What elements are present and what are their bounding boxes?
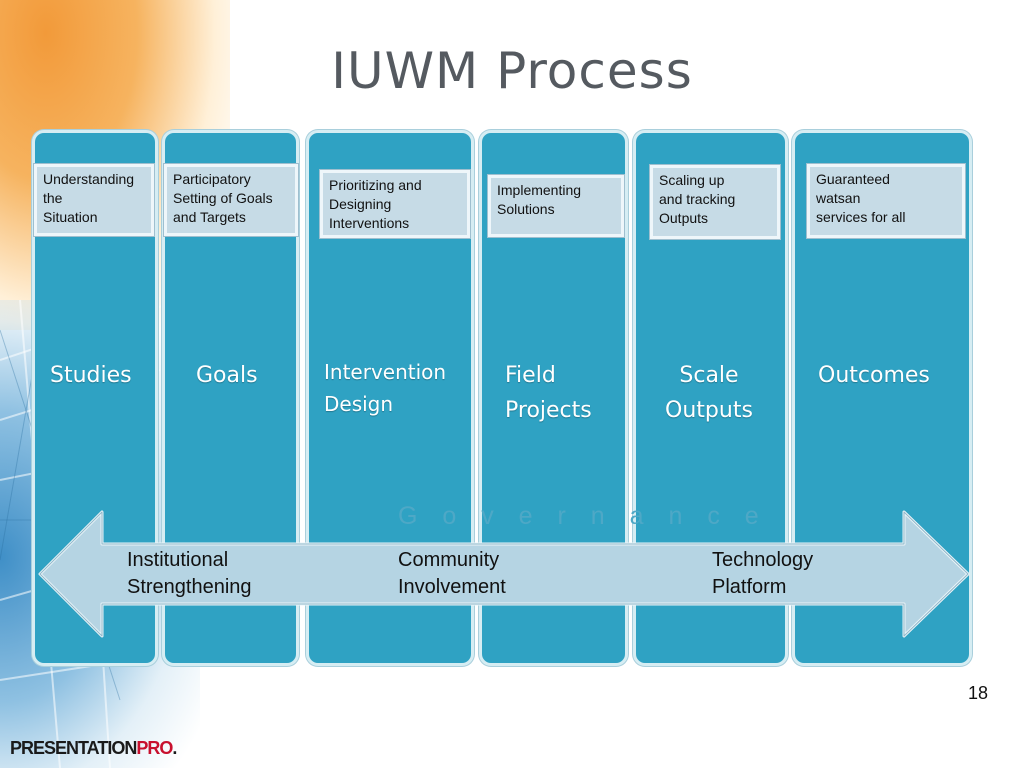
description-box-outcomes: Guaranteed watsan services for all — [807, 164, 965, 238]
stage-label-outcomes: Outcomes — [818, 363, 930, 388]
stage-label-intervention-design: Intervention Design — [324, 360, 447, 416]
stage-label-goals: Goals — [196, 363, 258, 388]
double-arrow — [38, 510, 970, 638]
description-box-field-projects: Implementing Solutions — [488, 175, 624, 237]
slide-title: IUWM Process — [331, 42, 693, 100]
description-box-goals: Participatory Setting of Goals and Targe… — [164, 164, 298, 236]
governance-label: G o v e r n a n c e — [398, 502, 768, 530]
description-box-intervention-design: Prioritizing and Designing Interventions — [320, 170, 470, 238]
governance-item-community-involvement: Community Involvement — [398, 549, 506, 598]
presentationpro-logo: PRESENTATIONPRO. — [10, 738, 177, 758]
stage-label-scale-outputs: Scale Outputs — [665, 363, 753, 423]
stage-label-studies: Studies — [50, 363, 132, 388]
governance-item-technology-platform: Technology Platform — [712, 549, 814, 598]
page-number: 18 — [967, 683, 988, 703]
description-box-studies: Understanding the Situation — [34, 164, 154, 236]
governance-item-institutional-strengthening: Institutional Strengthening — [127, 549, 252, 598]
description-box-scale-outputs: Scaling up and tracking Outputs — [650, 165, 780, 239]
stage-label-field-projects: Field Projects — [505, 363, 592, 423]
